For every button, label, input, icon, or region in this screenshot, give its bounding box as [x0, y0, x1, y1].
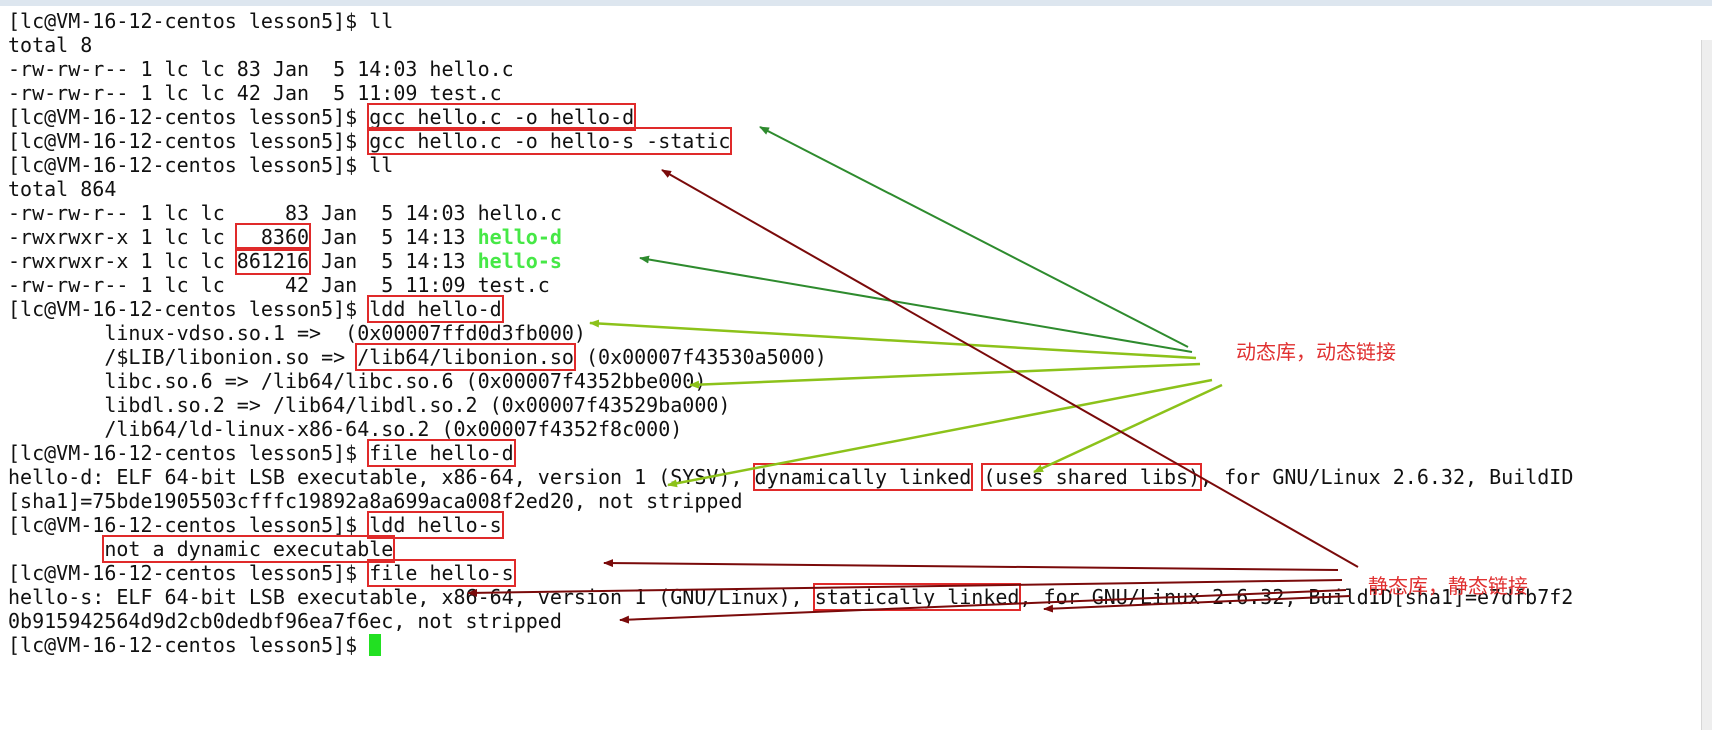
terminal-line-10: -rwxrwxr-x 1 lc lc 8360 Jan 5 14:13 hell…	[8, 223, 562, 251]
command-text: ldd hello-d	[367, 295, 504, 323]
shell-prompt: [lc@VM-16-12-centos lesson5]$	[8, 105, 370, 129]
terminal-line-27[interactable]: [lc@VM-16-12-centos lesson5]$	[8, 633, 382, 657]
terminal-line-22: [lc@VM-16-12-centos lesson5]$ ldd hello-…	[8, 511, 504, 539]
file-name-hello-d: hello-d	[477, 225, 562, 249]
file-size-hello-d: 8360	[234, 223, 312, 251]
terminal-line-26: 0b915942564d9d2cb0dedbf96ea7f6ec, not st…	[8, 609, 562, 633]
file-name-hello-s: hello-s	[477, 249, 562, 273]
terminal-line-18: /lib64/ld-linux-x86-64.so.2 (0x00007f435…	[8, 417, 683, 441]
terminal-scrollbar[interactable]	[1701, 40, 1712, 730]
file-permissions: -rwxrwxr-x 1 lc lc	[8, 249, 237, 273]
terminal-line-6: [lc@VM-16-12-centos lesson5]$ gcc hello.…	[8, 127, 733, 155]
terminal-line-21: [sha1]=75bde1905503cfffc19892a8a699aca00…	[8, 489, 743, 513]
window-top-bar	[0, 0, 1712, 6]
lib-name: /$LIB/libonion.so =>	[8, 345, 358, 369]
terminal-line-23: not a dynamic executable	[8, 535, 396, 563]
terminal-line-4: -rw-rw-r-- 1 lc lc 42 Jan 5 11:09 test.c	[8, 81, 502, 105]
not-dynamic-executable-text: not a dynamic executable	[102, 535, 396, 563]
file-output-suffix: , for GNU/Linux 2.6.32, BuildID	[1200, 465, 1574, 489]
command-text: file hello-d	[367, 439, 516, 467]
terminal-line-1: [lc@VM-16-12-centos lesson5]$ ll	[8, 9, 393, 33]
terminal-line-14: linux-vdso.so.1 => (0x00007ffd0d3fb000)	[8, 321, 586, 345]
command-text: ll	[369, 9, 394, 33]
terminal-line-7: [lc@VM-16-12-centos lesson5]$ ll	[8, 153, 393, 177]
terminal-line-17: libdl.so.2 => /lib64/libdl.so.2 (0x00007…	[8, 393, 731, 417]
terminal-line-24: [lc@VM-16-12-centos lesson5]$ file hello…	[8, 559, 516, 587]
spacer-text	[971, 465, 983, 489]
terminal-line-11: -rwxrwxr-x 1 lc lc 861216 Jan 5 14:13 he…	[8, 247, 562, 275]
file-output-prefix: hello-d: ELF 64-bit LSB executable, x86-…	[8, 465, 755, 489]
command-text: gcc hello.c -o hello-d	[367, 103, 637, 131]
uses-shared-libs-text: (uses shared libs)	[981, 463, 1203, 491]
file-size-hello-s: 861216	[234, 247, 312, 275]
file-output-prefix: hello-s: ELF 64-bit LSB executable, x86-…	[8, 585, 815, 609]
terminal-line-15: /$LIB/libonion.so => /lib64/libonion.so …	[8, 343, 827, 371]
terminal-line-13: [lc@VM-16-12-centos lesson5]$ ldd hello-…	[8, 295, 504, 323]
terminal-line-3: -rw-rw-r-- 1 lc lc 83 Jan 5 14:03 hello.…	[8, 57, 514, 81]
terminal-line-9: -rw-rw-r-- 1 lc lc 83 Jan 5 14:03 hello.…	[8, 201, 562, 225]
dynamically-linked-text: dynamically linked	[752, 463, 974, 491]
lib-address: (0x00007f43530a5000)	[573, 345, 827, 369]
command-text: ldd hello-s	[367, 511, 504, 539]
file-permissions: -rwxrwxr-x 1 lc lc	[8, 225, 237, 249]
file-date: Jan 5 14:13	[309, 249, 478, 273]
terminal-line-20: hello-d: ELF 64-bit LSB executable, x86-…	[8, 463, 1574, 491]
text-cursor[interactable]	[369, 634, 382, 656]
terminal-output[interactable]: [lc@VM-16-12-centos lesson5]$ ll total 8…	[8, 9, 1698, 729]
lib-path-libonion: /lib64/libonion.so	[355, 343, 576, 371]
shell-prompt: [lc@VM-16-12-centos lesson5]$	[8, 441, 370, 465]
terminal-line-12: -rw-rw-r-- 1 lc lc 42 Jan 5 11:09 test.c	[8, 273, 550, 297]
statically-linked-text: statically linked	[812, 583, 1022, 611]
shell-prompt: [lc@VM-16-12-centos lesson5]$	[8, 297, 370, 321]
shell-prompt: [lc@VM-16-12-centos lesson5]$	[8, 9, 370, 33]
file-date: Jan 5 14:13	[309, 225, 478, 249]
indent-text	[8, 537, 104, 561]
shell-prompt: [lc@VM-16-12-centos lesson5]$	[8, 129, 370, 153]
terminal-line-19: [lc@VM-16-12-centos lesson5]$ file hello…	[8, 439, 516, 467]
shell-prompt: [lc@VM-16-12-centos lesson5]$	[8, 561, 370, 585]
command-text: file hello-s	[367, 559, 516, 587]
terminal-line-2: total 8	[8, 33, 93, 57]
terminal-line-5: [lc@VM-16-12-centos lesson5]$ gcc hello.…	[8, 103, 637, 131]
command-text: gcc hello.c -o hello-s -static	[367, 127, 733, 155]
static-library-annotation: 静态库，静态链接	[1368, 574, 1528, 598]
command-text: ll	[369, 153, 394, 177]
shell-prompt: [lc@VM-16-12-centos lesson5]$	[8, 633, 370, 657]
shell-prompt: [lc@VM-16-12-centos lesson5]$	[8, 153, 370, 177]
shell-prompt: [lc@VM-16-12-centos lesson5]$	[8, 513, 370, 537]
terminal-line-25: hello-s: ELF 64-bit LSB executable, x86-…	[8, 583, 1573, 611]
dynamic-library-annotation: 动态库，动态链接	[1236, 340, 1396, 364]
terminal-line-16: libc.so.6 => /lib64/libc.so.6 (0x00007f4…	[8, 369, 707, 393]
terminal-line-8: total 864	[8, 177, 117, 201]
